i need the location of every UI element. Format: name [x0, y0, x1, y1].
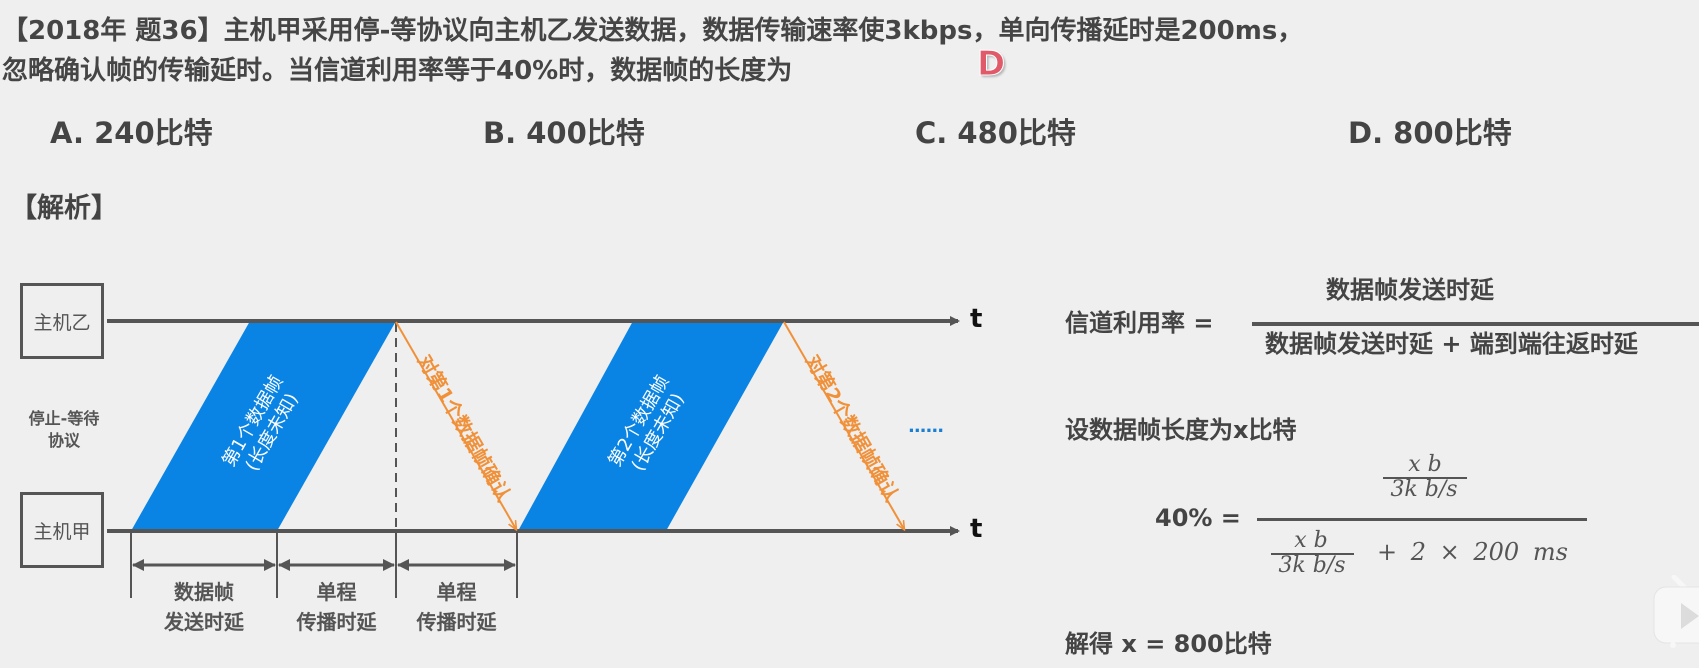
timeline-svg: [107, 316, 960, 598]
analysis-title: 【解析】: [10, 193, 118, 224]
eq-denominator-top: x b: [1294, 528, 1328, 553]
frame-2-band: [518, 321, 784, 531]
question-line-2: 忽略确认帧的传输延时。当信道利用率等于40%时，数据帧的长度为: [2, 56, 793, 86]
option-b[interactable]: B. 400比特: [483, 116, 645, 150]
continuation-ellipsis: ......: [908, 416, 944, 437]
utilization-fraction-bar: [1252, 322, 1699, 326]
tv-play-icon[interactable]: [1652, 574, 1699, 654]
host-b-label: 主机乙: [33, 311, 91, 334]
equation-lhs: 40% =: [1155, 504, 1241, 532]
eq-main-fraction-bar: [1257, 518, 1587, 521]
option-d[interactable]: D. 800比特: [1348, 116, 1512, 150]
span-label-prop-1: 单程 传播时延: [296, 580, 377, 634]
question-line-1: 【2018年 题36】主机甲采用停-等协议向主机乙发送数据，数据传输速率使3kb…: [2, 16, 1304, 46]
eq-denominator-bottom: 3k b/s: [1278, 553, 1346, 578]
ack-2-arrow: [783, 321, 904, 529]
host-b-box: 主机乙: [20, 283, 104, 359]
answer-badge: D: [976, 44, 1006, 85]
option-a[interactable]: A. 240比特: [50, 116, 213, 150]
host-a-box: 主机甲: [20, 492, 104, 568]
span-label-transmit: 数据帧 发送时延: [164, 580, 244, 634]
utilization-denominator: 数据帧发送时延 + 端到端往返时延: [1265, 330, 1638, 358]
span-label-prop-2: 单程 传播时延: [416, 580, 497, 634]
eq-numerator-bottom: 3k b/s: [1390, 477, 1458, 502]
frame-1-band: [131, 321, 396, 531]
stop-and-wait-diagram: 主机乙 主机甲 停止-等待 协议 t t 第1个数据帧 (长度未知) 第2个数据…: [20, 283, 983, 634]
host-a-label: 主机甲: [33, 520, 91, 543]
utilization-numerator: 数据帧发送时延: [1326, 276, 1494, 304]
eq-numerator-bar: [1383, 477, 1467, 479]
time-label-top: t: [970, 304, 983, 334]
ack-1-arrow: [395, 321, 516, 529]
eq-numerator-top: x b: [1408, 452, 1442, 477]
eq-denominator-bar: [1271, 553, 1354, 555]
option-c[interactable]: C. 480比特: [915, 116, 1076, 150]
eq-denominator-rest: + 2 × 200 ms: [1377, 538, 1568, 566]
result-text: 解得 x = 800比特: [1065, 630, 1272, 658]
utilization-lhs: 信道利用率 =: [1065, 309, 1214, 337]
time-label-bottom: t: [970, 514, 983, 544]
assume-length: 设数据帧长度为x比特: [1065, 416, 1297, 444]
protocol-label: 停止-等待 协议: [28, 409, 100, 450]
